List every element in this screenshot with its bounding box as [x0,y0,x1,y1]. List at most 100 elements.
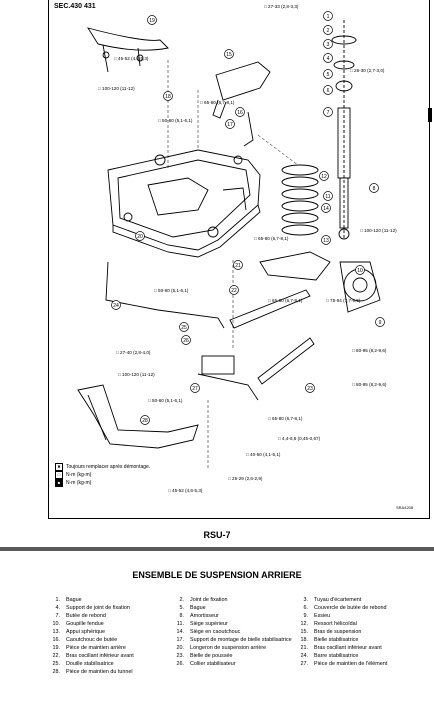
part-number: 7. [55,613,61,619]
callout-number: 9 [379,320,382,326]
callout-17: 17 [225,119,235,129]
callout-number: 20 [137,234,143,240]
torque-layer: □ 27-33 (2,8-3,3)□ 45-52 (4,6-5,3)□ 26-3… [98,4,397,493]
torque-spec-label: □ 75-94 (7,7-9,5) [326,298,361,303]
callout-15: 15 [224,49,234,59]
callout-number: 14 [323,206,329,212]
part-item: 25.Douille stabilisatrice [48,660,172,668]
part-name: Butée de rebond [66,613,106,619]
part-item: 5.Bague [172,604,296,612]
torque-spec-label: □ 100-120 (11-12) [118,372,155,377]
callout-number: 25 [181,325,187,331]
torque-spec-label: □ 45-52 (4,6-5,3) [168,488,203,493]
part-number: 26. [176,661,185,667]
part-item: 10.Goupille fendue [48,620,172,628]
part-name: Siège en caoutchouc [190,629,241,635]
callout-26: 26 [181,335,191,345]
callout-number: 12 [321,174,327,180]
callout-number: 10 [357,268,363,274]
callout-number: 28 [142,418,148,424]
part-number: 28. [52,669,61,675]
lower-arms-drawing [105,251,381,401]
tunnel-member-drawing [77,384,199,449]
callout-21: 21 [233,260,243,270]
callout-11: 11 [323,191,333,201]
part-item: 28. Pièce de maintien du tunnel [48,668,172,676]
part-name: Goupille fendue [66,621,104,627]
coil-spring-drawing [281,164,319,236]
torque-spec-label: □ 4,4-6,6 (0,45-0,67) [278,436,321,441]
callout-27: 27 [190,383,200,393]
part-number: 3. [303,597,309,603]
figure-code: SRA4208 [396,505,414,510]
suspension-arm-drawing [212,61,271,147]
torque-spec-label: □ 27-40 (2,8-4,0) [116,350,151,355]
part-name: Bras de suspension [314,629,362,635]
part-number: 6. [303,605,309,611]
part-number: 18. [300,637,309,643]
part-name: Pièce de maintien du tunnel [66,669,133,675]
part-name: Barre stabilisatrice [314,653,359,659]
callout-20: 20 [135,231,145,241]
part-name: Amortisseur [190,613,219,619]
torque-spec-label: □ 25-29 (2,6-2,9) [228,476,263,481]
torque-spec-label: □ 65-80 (6,7-8,1) [268,298,303,303]
part-name: Couvercle de butée de rebond [314,605,387,611]
callout-number: 23 [307,386,313,392]
part-name: Bague [190,605,206,611]
torque-lock-symbol-icon: ■ [55,479,63,487]
callout-28: 28 [140,415,150,425]
part-name: Caoutchouc de butée [66,637,118,643]
part-item: 18. Bielle stabilisatrice [296,636,420,644]
part-number: 20. [176,645,185,651]
torque-spec-label: □ 45-52 (4,6-5,3) [114,56,149,61]
callout-24: 24 [111,300,121,310]
part-number: 25. [52,661,61,667]
part-item: 17.Support de montage de bielle stabilis… [172,636,296,644]
callout-12: 12 [319,171,329,181]
guide-lines [167,60,299,470]
part-item: 19.Pièce de maintien arrière [48,644,172,652]
callout-number: 13 [323,238,329,244]
callout-number: 17 [227,122,233,128]
exploded-suspension-diagram: 1234567891011121314151617181920212223242… [77,4,397,493]
part-item: 4.Support de joint de fixation [48,604,172,612]
callout-number: 22 [231,288,237,294]
part-item: 22.Bras oscillant inférieur avant [48,652,172,660]
torque-symbol-icon: □ [55,471,63,479]
part-number: 21. [300,645,309,651]
torque-spec-label: □ 100-120 (11-12) [98,86,135,91]
section-title: ENSEMBLE DE SUSPENSION ARRIERE [132,570,302,580]
callout-number: 5 [327,72,330,78]
torque-spec-label: □ 27-33 (2,8-3,3) [264,4,299,9]
callout-layer: 1234567891011121314151617181920212223242… [111,11,385,425]
part-name: Joint de fixation [190,597,228,603]
callout-13: 13 [321,235,331,245]
callout-number: 1 [327,14,330,20]
torque-spec-label: □ 50-60 (5,1-6,1) [158,118,193,123]
callout-number: 6 [327,88,330,94]
part-number: 1. [55,597,61,603]
callout-number: 8 [373,186,376,192]
part-item: 1.Bague [48,596,172,604]
part-name: Ressort hélicoïdal [314,621,357,627]
replace-symbol-icon: ✖ [55,463,63,471]
part-name: Bielle stabilisatrice [314,637,359,643]
torque-spec-label: □ 65-80 (6,7-8,1) [254,236,289,241]
subframe-drawing [107,149,261,258]
part-number: 2. [179,597,185,603]
part-number: 23. [176,653,185,659]
part-name: Pièce de maintien arrière [66,645,126,651]
part-item: 6. Couvercle de butée de rebond [296,604,420,612]
callout-number: 7 [327,110,330,116]
callout-number: 19 [149,18,155,24]
torque-spec-label: □ 40-50 (4,1-5,1) [246,452,281,457]
part-number: 13. [52,629,61,635]
